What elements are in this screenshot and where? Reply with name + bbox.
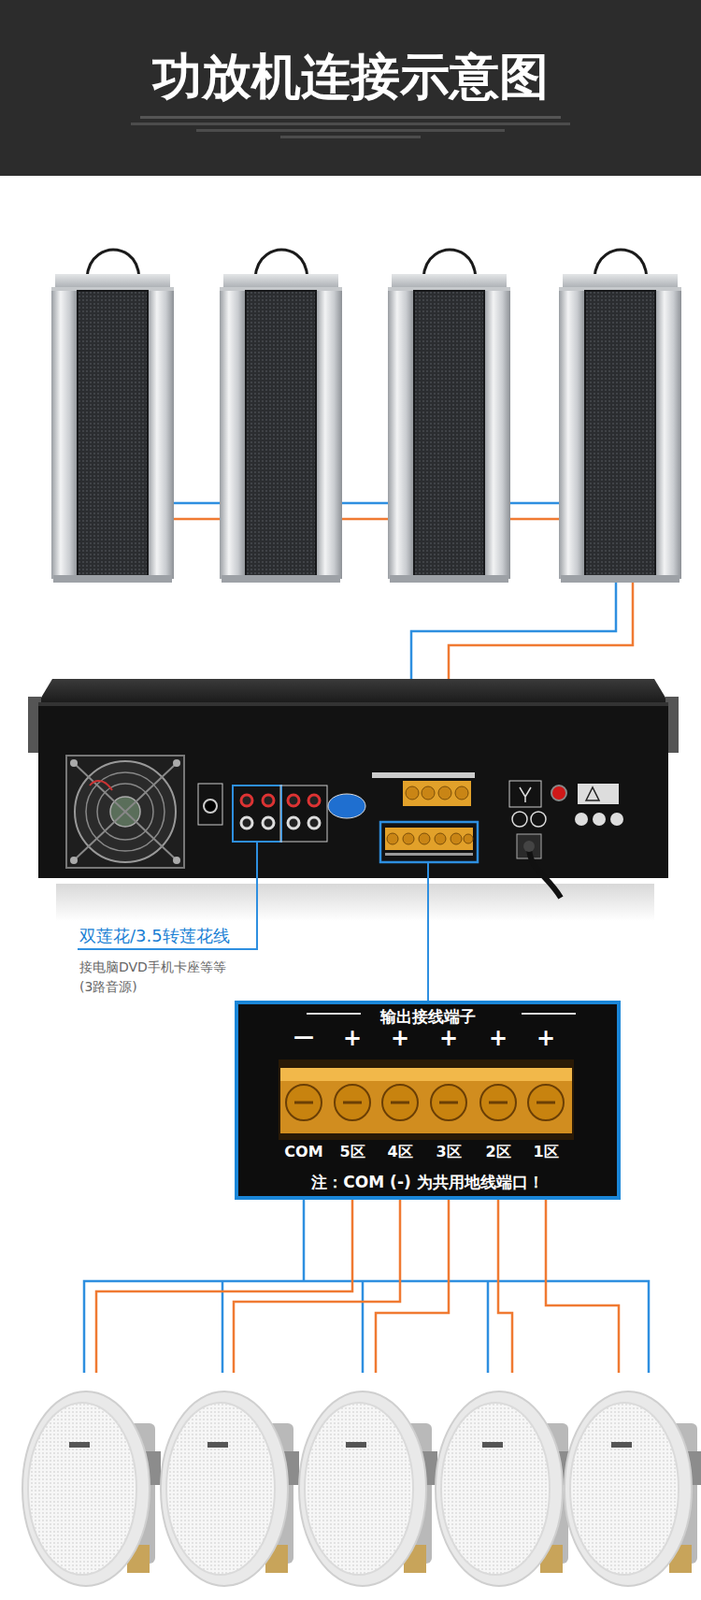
panel-note: 注：COM (-) 为共用地线端口！ [238, 1172, 617, 1191]
zone-name: 3区 [435, 1142, 461, 1160]
note-text: 接电脑DVD手机卡座等等 [79, 958, 227, 975]
polarity-mark: + [536, 1024, 556, 1052]
terminal-name: COM [284, 1142, 323, 1160]
zone-name: 4区 [386, 1142, 413, 1160]
polarity-mark: + [343, 1024, 362, 1052]
cable-label: 双莲花/3.5转莲花线 [79, 925, 230, 946]
terminal-panel: 输出接线端子注：COM (-) 为共用地线端口！ [234, 1000, 621, 1200]
zone-name: 2区 [485, 1142, 511, 1160]
zone-name: 1区 [532, 1142, 558, 1160]
page-title: 功放机连接示意图 [0, 46, 701, 107]
note-text: (3路音源) [79, 978, 138, 995]
polarity-mark: + [390, 1024, 410, 1052]
polarity-mark: + [439, 1024, 458, 1052]
panel-heading: 输出接线端子 [238, 1006, 617, 1026]
polarity-mark: + [488, 1024, 508, 1052]
polarity-mark: — [293, 1024, 315, 1049]
zone-name: 5区 [339, 1142, 365, 1160]
